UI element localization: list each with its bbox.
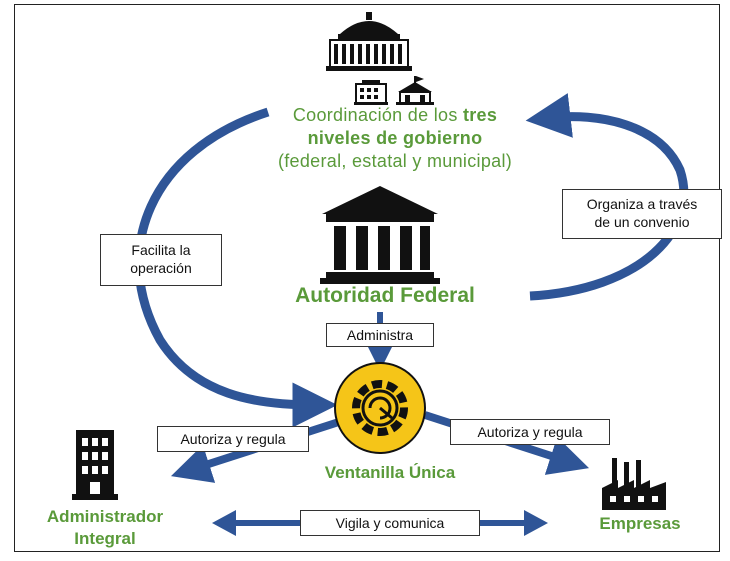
coordination-line3: (federal, estatal y municipal) xyxy=(277,151,513,171)
coordination-line1-prefix: Coordinación de los xyxy=(292,105,463,125)
label-autoriza-left: Autoriza y regula xyxy=(157,426,309,452)
authority-label: Autoridad Federal xyxy=(295,284,475,307)
label-administra: Administra xyxy=(326,323,434,347)
empresas-label: Empresas xyxy=(599,514,681,533)
label-facilita-line1: Facilita la xyxy=(131,242,191,258)
school-building-icon xyxy=(396,76,434,105)
courthouse-icon xyxy=(320,186,440,284)
gear-gauge-icon xyxy=(334,362,426,454)
capitol-building-icon xyxy=(326,12,412,71)
coordination-line1-bold: tres xyxy=(462,105,498,125)
arrow-vigila-head-right xyxy=(524,510,548,536)
administrador-label: Administrador Integral xyxy=(20,506,190,550)
arrow-vigila-head-left xyxy=(212,510,236,536)
administrador-line2: Integral xyxy=(74,529,136,548)
label-facilita-line2: operación xyxy=(130,260,192,276)
label-organiza: Organiza a través de un convenio xyxy=(562,189,722,239)
label-organiza-line2: de un convenio xyxy=(594,214,690,230)
coordination-title: Coordinación de los tres niveles de gobi… xyxy=(240,104,550,173)
factory-icon xyxy=(602,458,666,510)
label-facilita: Facilita la operación xyxy=(100,234,222,286)
coordination-line2: niveles de gobierno xyxy=(307,128,483,148)
arrow-organiza xyxy=(525,93,689,301)
label-organiza-line1: Organiza a través xyxy=(586,196,698,212)
office-tower-icon xyxy=(72,430,118,500)
arrow-facilita xyxy=(134,107,338,428)
ventanilla-label: Ventanilla Única xyxy=(324,463,456,482)
label-vigila: Vigila y comunica xyxy=(300,510,480,536)
small-building-icon xyxy=(354,80,388,105)
administrador-line1: Administrador xyxy=(46,507,164,526)
label-autoriza-right: Autoriza y regula xyxy=(450,419,610,445)
